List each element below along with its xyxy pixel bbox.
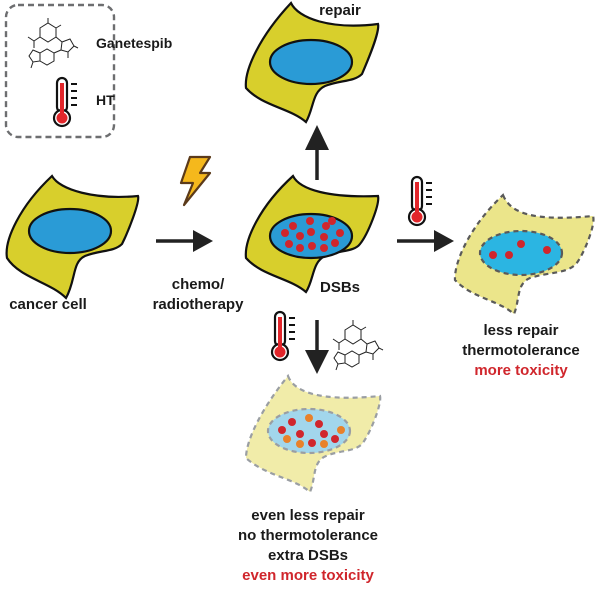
thermometer-icon <box>52 76 79 128</box>
thermometer-icon <box>270 310 297 362</box>
nucleus <box>268 38 354 86</box>
ganetespib-structure-icon <box>332 319 384 371</box>
ht-treated-cell <box>453 193 595 316</box>
combo-outcome-line3: extra DSBs <box>268 547 348 564</box>
dsb-cell <box>244 174 380 294</box>
ht-outcome-line1: less repair <box>483 322 558 339</box>
combo-outcome-line2: no thermotolerance <box>238 527 378 544</box>
repaired-cell <box>244 1 380 124</box>
nucleus <box>478 229 564 277</box>
ht-outcome-toxicity: more toxicity <box>474 362 568 379</box>
therapy-label-line1: chemo/ <box>172 276 225 293</box>
combo-outcome-toxicity: even more toxicity <box>242 567 374 584</box>
thermometer-icon <box>407 175 434 227</box>
cancer-cell <box>5 174 140 300</box>
ht-arrow <box>397 230 454 252</box>
legend-box: Ganetespib HT <box>4 3 172 139</box>
repair-label: repair <box>319 2 361 19</box>
cancer-cell-label: cancer cell <box>9 296 87 313</box>
ht-outcome-line2: thermotolerance <box>462 342 580 359</box>
ganetespib-structure-icon <box>27 17 79 69</box>
legend-heat-label: HT <box>96 92 115 108</box>
nucleus <box>27 207 113 255</box>
dsbs-label: DSBs <box>320 279 360 296</box>
combo-outcome-line1: even less repair <box>251 507 365 524</box>
therapy-label-line2: radiotherapy <box>153 296 245 313</box>
repair-arrow <box>305 125 329 180</box>
dsb-foci <box>489 240 551 259</box>
lightning-icon <box>179 155 212 207</box>
combo-treated-cell <box>244 373 382 494</box>
legend-drug-label: Ganetespib <box>96 35 172 51</box>
dsb-foci <box>281 217 344 252</box>
therapy-arrow <box>156 230 213 252</box>
combo-arrow <box>305 320 329 374</box>
dsb-foci <box>278 414 345 448</box>
